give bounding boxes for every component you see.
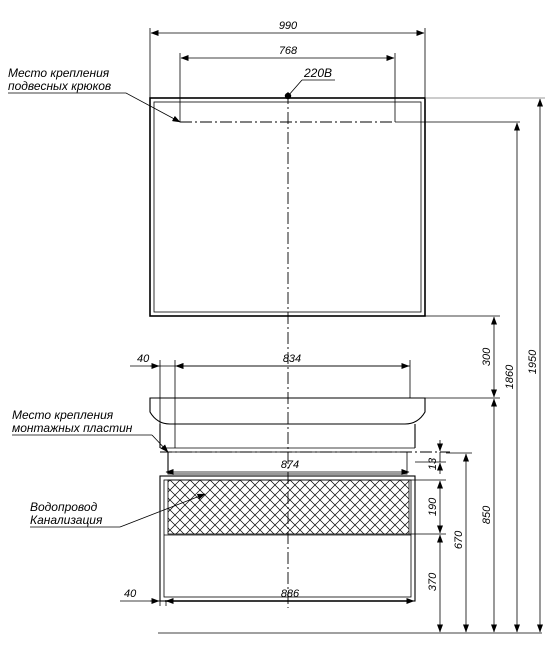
label-40-top: 40 [137, 353, 150, 365]
label-850: 850 [481, 505, 493, 524]
dim-offset-top: 40 [130, 353, 410, 448]
label-834: 834 [283, 353, 301, 365]
note-hooks: Место крепления подвесных крюков [8, 66, 181, 123]
dim-hooks-spacing: 768 [179, 45, 396, 122]
label-220v: 220В [303, 66, 332, 80]
dim-1860: 1860 [504, 122, 520, 633]
label-886: 886 [281, 588, 300, 600]
note-water-sewer: Водопровод Канализация [30, 493, 206, 528]
note-plates: Место крепления монтажных пластин [12, 408, 169, 453]
note-water: Водопровод [30, 500, 98, 514]
dim-mirror-width: 990 [149, 20, 426, 98]
dim-370: 370 [427, 534, 443, 633]
dim-cabinet-top: 834 [175, 353, 411, 398]
label-370: 370 [427, 572, 439, 591]
note-plates-line2: монтажных пластин [12, 421, 133, 435]
dim-offset-bottom: 40 [120, 588, 167, 606]
dim-190: 190 [427, 480, 443, 534]
dim-670: 670 [446, 452, 472, 633]
dim-cabinet-inner: 874 [165, 459, 410, 475]
label-874: 874 [281, 459, 299, 471]
label-40-bottom: 40 [124, 588, 137, 600]
mirror [149, 97, 426, 317]
note-hooks-line1: Место крепления [8, 66, 110, 80]
socket-220v: 220В [284, 66, 335, 100]
cabinet [149, 397, 426, 602]
label-300: 300 [481, 347, 493, 366]
note-plates-line1: Место крепления [12, 408, 114, 422]
dim-13: 13 [427, 440, 443, 474]
dim-cabinet-bottom: 886 [165, 588, 415, 604]
label-670: 670 [453, 530, 465, 549]
label-13: 13 [427, 457, 439, 470]
label-990: 990 [279, 20, 298, 32]
label-768: 768 [279, 45, 298, 57]
label-1860: 1860 [504, 364, 516, 389]
dim-850: 850 [481, 398, 497, 633]
dim-1950: 1950 [425, 97, 545, 633]
label-190: 190 [427, 497, 439, 516]
note-hooks-line2: подвесных крюков [8, 79, 111, 93]
note-sewer: Канализация [30, 513, 103, 527]
dim-300: 300 [481, 316, 497, 398]
label-1950: 1950 [527, 349, 539, 374]
